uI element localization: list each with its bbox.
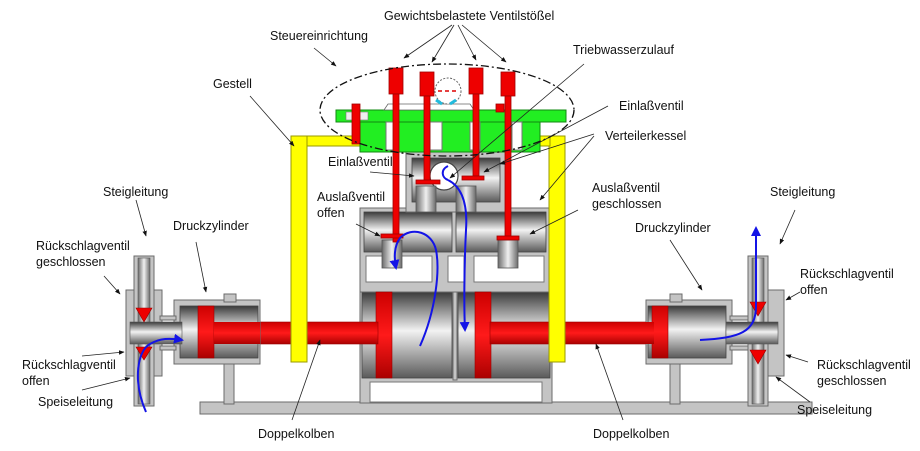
label-outlet-valve-open-line2: offen [317,206,345,220]
label-frame: Gestell [213,77,252,91]
label-outlet-valve-closed: Auslaßventil geschlossen [592,181,664,211]
check-valve-ball-open-right [749,301,767,317]
label-double-piston-left: Doppelkolben [258,427,334,441]
label-check-valve-open-left: Rückschlagventil offen [22,358,119,388]
label-check-valve-closed-right-line1: Rückschlagventil [817,358,911,372]
check-valve-block-left [125,255,183,407]
central-piston-right [474,291,492,379]
water-flow-paths [136,165,761,413]
label-check-valve-closed-right-line2: geschlossen [817,374,887,388]
check-valve-ball-closed-left [135,307,153,323]
label-check-valve-open-right-line1: Rückschlagventil [800,267,894,281]
label-drive-water-inlet: Triebwasserzulauf [573,43,674,57]
label-outlet-valve-open-line1: Auslaßventil [317,190,385,204]
label-check-valve-open-left-line1: Rückschlagventil [22,358,116,372]
check-valve-block-right [725,255,785,407]
check-valve-ball-open-left [135,346,153,361]
label-pressure-cylinder-right: Druckzylinder [635,221,711,235]
label-inlet-valve-left: Einlaßventil [328,155,393,169]
label-double-piston-right: Doppelkolben [593,427,669,441]
label-outlet-valve-closed-line2: geschlossen [592,197,662,211]
label-weighted-valve-tappets: Gewichtsbelastete Ventilstößel [384,9,554,23]
label-feed-line-left: Speiseleitung [38,395,113,409]
label-check-valve-open-right: Rückschlagventil offen [800,267,897,297]
label-check-valve-closed-left-line1: Rückschlagventil [36,239,130,253]
check-valve-ball-closed-right [749,349,767,365]
label-pressure-cylinder-left: Druckzylinder [173,219,249,233]
label-check-valve-closed-left-line2: geschlossen [36,255,106,269]
label-check-valve-open-left-line2: offen [22,374,50,388]
central-piston-left [375,291,393,379]
control-unit-outline [319,63,575,157]
support-frame [290,135,566,363]
label-outlet-valve-open: Auslaßventil offen [317,190,389,220]
leader-lines [81,24,811,421]
label-riser-left: Steigleitung [103,185,168,199]
label-check-valve-closed-right: Rückschlagventil geschlossen [817,358,914,388]
pressure-cylinder-right [630,293,733,405]
label-feed-line-right: Speiseleitung [797,403,872,417]
label-control-unit: Steuereinrichtung [270,29,368,43]
label-inlet-valve-right: Einlaßventil [619,99,684,113]
label-distribution-vessel: Verteilerkessel [605,129,686,143]
base-plate [199,401,813,415]
label-check-valve-closed-left: Rückschlagventil geschlossen [36,239,133,269]
label-outlet-valve-closed-line1: Auslaßventil [592,181,660,195]
label-check-valve-open-right-line2: offen [800,283,828,297]
label-riser-right: Steigleitung [770,185,835,199]
control-plate [335,77,567,153]
pressure-cylinder-left [173,293,261,405]
valve-tappets [351,67,520,243]
